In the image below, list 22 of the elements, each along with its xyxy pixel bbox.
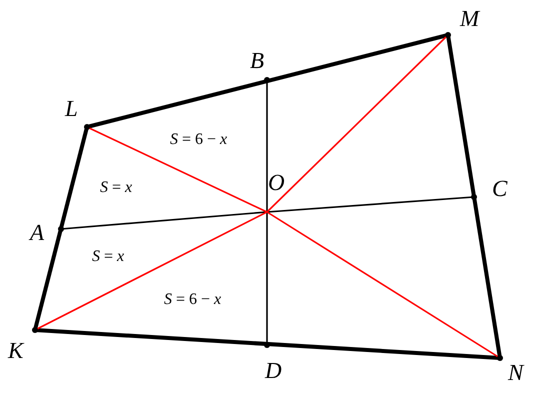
- quadrilateral-side: [446, 34, 502, 358]
- area-label: S = 6 − x: [164, 290, 222, 310]
- area-label: S = x: [100, 178, 132, 198]
- quadrilateral-side: [33, 126, 89, 330]
- area-label: S = 6 − x: [170, 130, 228, 150]
- quadrilateral-side: [34, 328, 500, 360]
- point-label: M: [460, 6, 480, 32]
- diagonal-line: [266, 211, 500, 359]
- point-label: C: [492, 176, 508, 202]
- point-label: A: [30, 220, 44, 246]
- point-label: O: [268, 170, 285, 196]
- point-label: K: [8, 338, 24, 364]
- area-label: S = x: [92, 247, 124, 267]
- segment-line: [266, 80, 268, 212]
- point-label: N: [508, 360, 524, 386]
- point-label: L: [65, 96, 78, 122]
- segment-line: [266, 212, 268, 345]
- diagonal-line: [266, 34, 449, 213]
- diagonal-line: [86, 126, 268, 213]
- point-label: D: [265, 358, 282, 384]
- point-label: B: [250, 48, 264, 74]
- diagonal-line: [34, 211, 268, 331]
